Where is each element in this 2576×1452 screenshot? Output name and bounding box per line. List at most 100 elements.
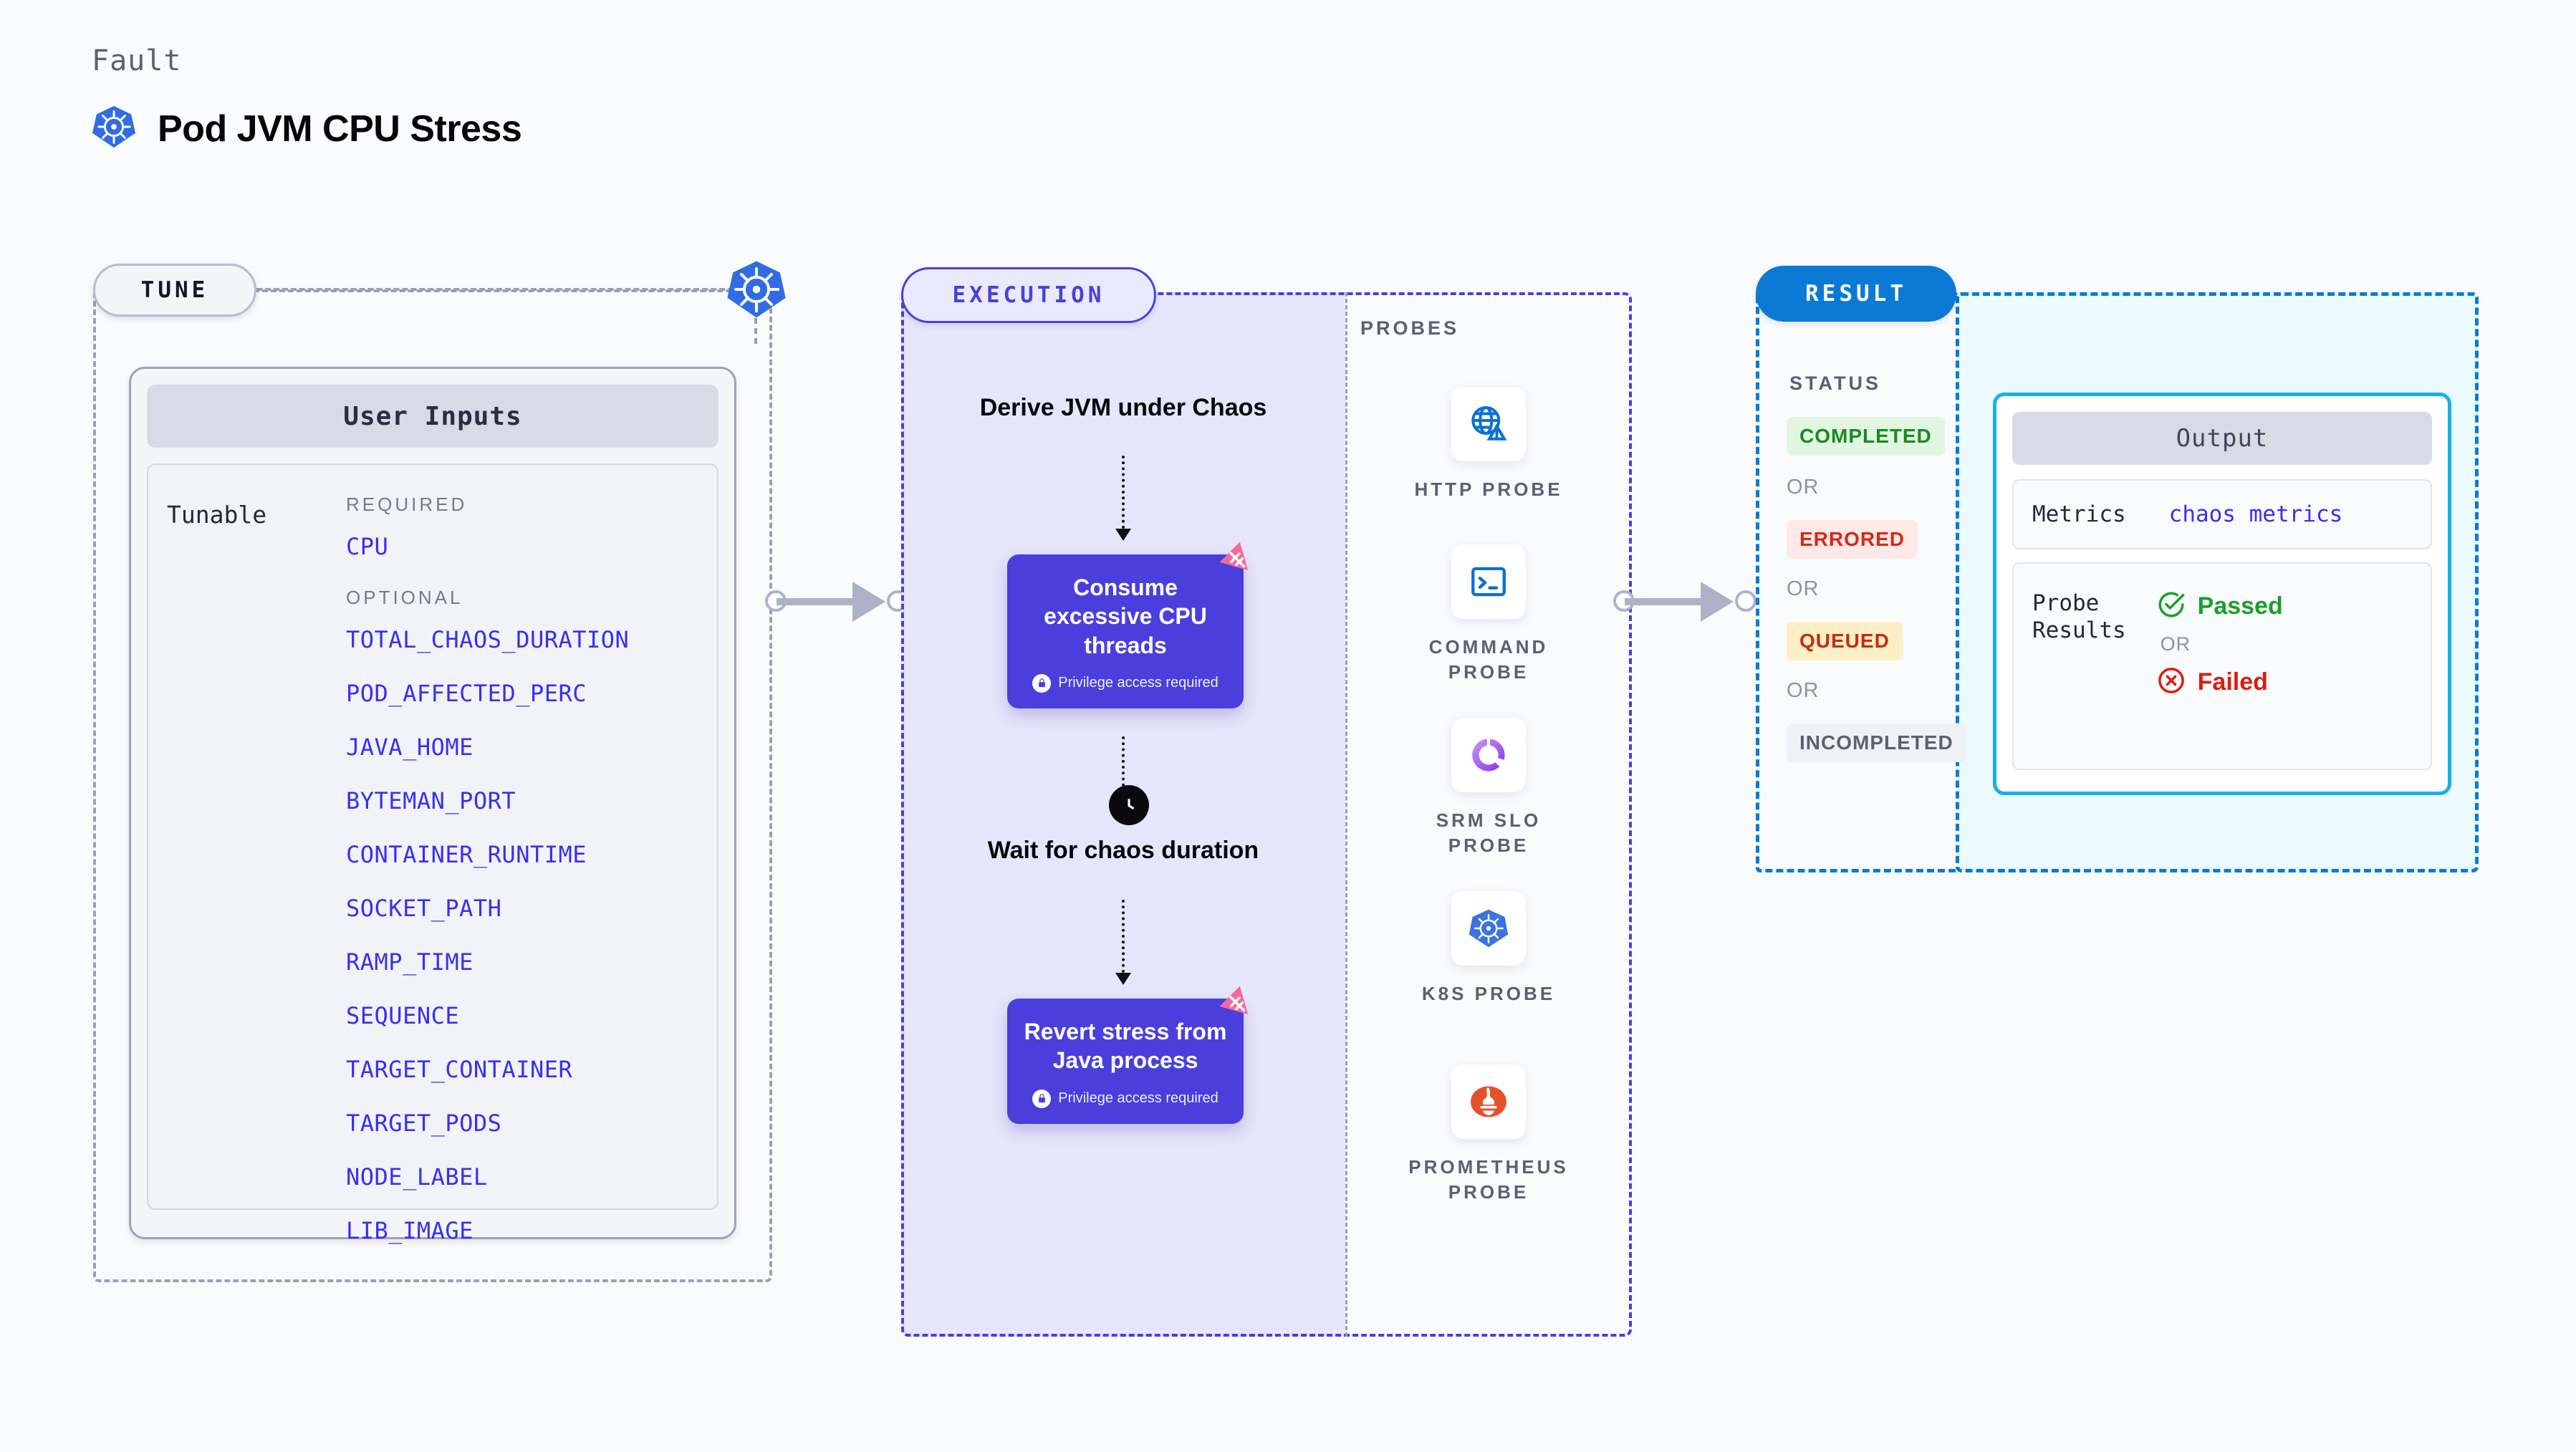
probe-label: HTTP PROBE <box>1414 479 1563 500</box>
tunable-item[interactable]: SOCKET_PATH <box>346 895 502 922</box>
tunable-item[interactable]: CONTAINER_RUNTIME <box>346 841 587 868</box>
connector-tune-to-execution <box>765 582 908 622</box>
tunable-item[interactable]: TOTAL_CHAOS_DURATION <box>346 626 630 653</box>
probe-command[interactable]: COMMAND PROBE <box>1345 544 1632 686</box>
execution-node-consume-cpu[interactable]: Consume excessive CPU threads Privilege … <box>1007 542 1249 708</box>
result-status-region <box>1756 292 1959 872</box>
stage-tag-execution: EXECUTION <box>901 267 1156 323</box>
kubernetes-icon <box>726 259 787 319</box>
connector-line <box>1625 598 1724 605</box>
tunable-item[interactable]: POD_AFFECTED_PERC <box>346 680 587 707</box>
probe-results-values: Passed OR Failed <box>2156 590 2283 769</box>
harness-flag-icon <box>1215 981 1261 1027</box>
connector-dot <box>1735 590 1756 612</box>
tunable-item[interactable]: BYTEMAN_PORT <box>346 787 516 814</box>
status-badge-completed: COMPLETED <box>1787 417 1945 456</box>
flow-arrow <box>1122 456 1125 529</box>
execution-region <box>901 292 1632 1337</box>
flow-arrowhead <box>1115 529 1131 541</box>
x-circle-icon <box>2156 665 2186 699</box>
tunable-item[interactable]: TARGET_CONTAINER <box>346 1056 573 1083</box>
probe-srm-slo[interactable]: SRM SLO PROBE <box>1345 718 1632 859</box>
connector-line <box>777 598 875 605</box>
srm-slo-icon <box>1451 718 1526 792</box>
page-title: Pod JVM CPU Stress <box>158 107 522 150</box>
globe-warning-icon <box>1451 387 1526 461</box>
status-badge-queued: QUEUED <box>1787 622 1903 660</box>
execution-node-revert-stress[interactable]: Revert stress from Java process Privileg… <box>1007 986 1249 1124</box>
kubernetes-icon <box>92 105 136 153</box>
tunable-item[interactable]: JAVA_HOME <box>346 734 474 761</box>
or-separator: OR <box>1787 476 1820 499</box>
page-header: Fault Pod JVM CPU Stress <box>92 44 522 153</box>
probe-label: K8S PROBE <box>1421 983 1556 1004</box>
stage-tag-result: RESULT <box>1756 266 1956 322</box>
tunable-item-cpu[interactable]: CPU <box>346 533 389 560</box>
execution-flow: Derive JVM under Chaos Consume excessive… <box>901 292 1345 1337</box>
clock-icon <box>1109 785 1149 825</box>
failed-label: Failed <box>2197 668 2268 696</box>
status-heading: STATUS <box>1789 372 1881 394</box>
user-inputs-title: User Inputs <box>147 385 719 448</box>
lock-icon <box>1032 673 1052 693</box>
tune-region <box>93 289 772 1282</box>
tunable-box: Tunable REQUIRED CPU OPTIONAL TOTAL_CHAO… <box>147 463 719 1244</box>
probe-label: PROMETHEUS PROBE <box>1408 1156 1569 1203</box>
probe-result-passed: Passed <box>2156 590 2283 623</box>
probe-results-key: Probe Results <box>2032 590 2126 644</box>
or-separator: OR <box>2160 633 2191 655</box>
prometheus-icon <box>1451 1064 1526 1139</box>
tunable-label: Tunable <box>167 501 267 529</box>
or-separator: OR <box>1787 679 1820 702</box>
status-badge-incompleted: INCOMPLETED <box>1787 723 1966 762</box>
flow-arrow <box>1122 736 1125 792</box>
probes-heading: PROBES <box>1360 317 1460 339</box>
fault-kicker: Fault <box>92 44 182 77</box>
metrics-row: Metrics chaos metrics <box>2012 479 2432 549</box>
metrics-key: Metrics <box>2032 501 2126 527</box>
harness-flag-icon <box>1215 537 1261 583</box>
privilege-row: Privilege access required <box>1022 1089 1229 1108</box>
flow-step-derive: Derive JVM under Chaos <box>979 394 1267 421</box>
probe-prometheus[interactable]: PROMETHEUS PROBE <box>1345 1064 1632 1206</box>
terminal-icon <box>1451 544 1526 619</box>
tunable-list: REQUIRED CPU OPTIONAL TOTAL_CHAOS_DURATI… <box>346 494 710 1244</box>
flow-arrow <box>1122 900 1125 973</box>
flow-arrowhead <box>1115 973 1131 985</box>
tunable-item[interactable]: TARGET_PODS <box>346 1110 502 1137</box>
probes-divider <box>1345 292 1347 1337</box>
execution-node-title: Consume excessive CPU threads <box>1044 574 1207 658</box>
kubernetes-icon <box>1451 891 1526 966</box>
privilege-row: Privilege access required <box>1022 673 1229 693</box>
stage-tag-tune: TUNE <box>93 264 256 317</box>
passed-label: Passed <box>2197 592 2283 620</box>
probe-label: COMMAND PROBE <box>1428 636 1549 683</box>
kubernetes-badge-stub <box>754 318 757 344</box>
metrics-value[interactable]: chaos metrics <box>2168 501 2343 527</box>
probe-results-row: Probe Results Passed OR <box>2012 562 2432 770</box>
title-row: Pod JVM CPU Stress <box>92 105 522 153</box>
check-circle-icon <box>2156 590 2186 623</box>
flow-step-wait: Wait for chaos duration <box>987 837 1259 864</box>
execution-node-title: Revert stress from Java process <box>1024 1019 1227 1074</box>
probe-k8s[interactable]: K8S PROBE <box>1345 891 1632 1006</box>
optional-heading: OPTIONAL <box>346 587 463 608</box>
privilege-note: Privilege access required <box>1058 1090 1219 1107</box>
probe-http[interactable]: HTTP PROBE <box>1345 387 1632 502</box>
user-inputs-card: User Inputs Tunable REQUIRED CPU OPTIONA… <box>129 367 736 1244</box>
tunable-item[interactable]: SEQUENCE <box>346 1002 460 1029</box>
lock-icon <box>1032 1089 1052 1108</box>
output-card: Output Metrics chaos metrics Probe Resul… <box>1993 393 2451 795</box>
tunable-item[interactable]: NODE_LABEL <box>346 1163 488 1191</box>
tunable-item[interactable]: RAMP_TIME <box>346 948 474 976</box>
or-separator: OR <box>1787 577 1820 600</box>
privilege-note: Privilege access required <box>1058 675 1219 691</box>
connector-arrowhead <box>852 582 885 622</box>
connector-arrowhead <box>1701 582 1734 622</box>
probe-result-failed: Failed <box>2156 665 2283 699</box>
tunable-item[interactable]: LIB_IMAGE <box>346 1217 474 1244</box>
required-heading: REQUIRED <box>346 494 468 515</box>
output-title: Output <box>2012 412 2432 465</box>
probe-label: SRM SLO PROBE <box>1436 809 1542 857</box>
connector-execution-to-result <box>1613 582 1756 622</box>
